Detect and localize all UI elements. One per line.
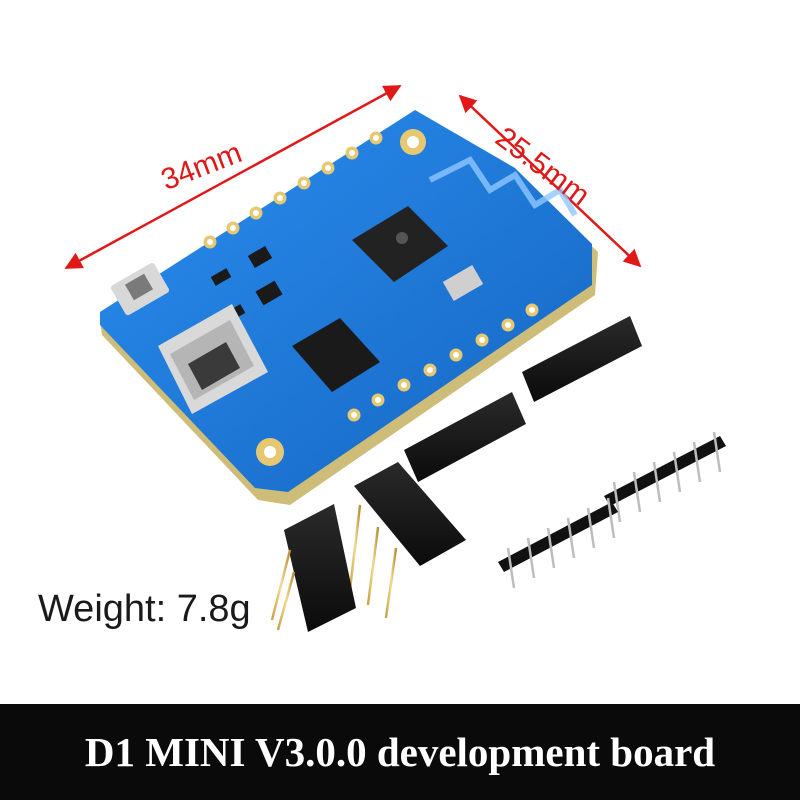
- length-dimension-arrow: [64, 84, 402, 270]
- width-dimension-arrow: [458, 94, 642, 268]
- weight-label: Weight: 7.8g: [38, 588, 251, 630]
- female-header-short-2: [270, 504, 356, 632]
- flash-chip: [292, 318, 380, 392]
- caption-bar: D1 MINI V3.0.0 development board: [0, 704, 800, 800]
- male-pin-header-1: [604, 431, 726, 523]
- caption-text: D1 MINI V3.0.0 development board: [84, 729, 716, 775]
- bottom-pin-holes: [347, 303, 539, 422]
- male-pin-header-2: [498, 497, 618, 589]
- esp-chip: [352, 206, 448, 282]
- reset-button-icon: [110, 262, 170, 316]
- female-header-short-1: [348, 462, 466, 619]
- female-header-medium: [404, 392, 534, 530]
- d1-mini-board: [100, 110, 598, 505]
- top-pin-holes: [203, 131, 383, 249]
- female-header-long: [522, 316, 660, 460]
- usb-port-icon: [158, 304, 268, 414]
